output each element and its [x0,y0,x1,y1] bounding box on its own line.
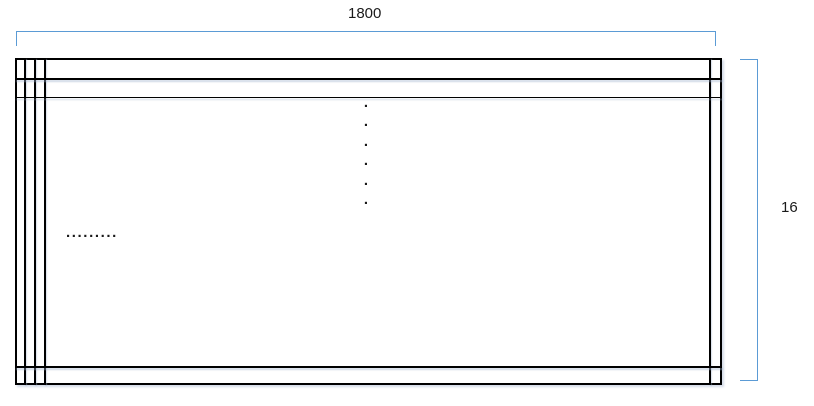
horizontal-continuation-ellipsis: ......... [66,224,118,241]
top-face-inner-line-2 [15,96,722,99]
width-dimension-label: 1800 [348,5,382,22]
top-face-inner-line-1 [15,78,722,80]
width-dimension-bracket [16,31,716,46]
height-dimension-label: 16 [781,199,798,216]
height-dimension-bracket [740,59,758,381]
bottom-face-inner-line [15,366,722,368]
vertical-continuation-ellipsis: . . . . . . [363,94,369,209]
left-edge-inner-line-2 [34,58,36,385]
panel-outline [15,58,722,385]
left-edge-inner-line-3 [44,58,46,385]
right-edge-inner-line [709,58,711,385]
left-edge-inner-line-1 [24,58,26,385]
